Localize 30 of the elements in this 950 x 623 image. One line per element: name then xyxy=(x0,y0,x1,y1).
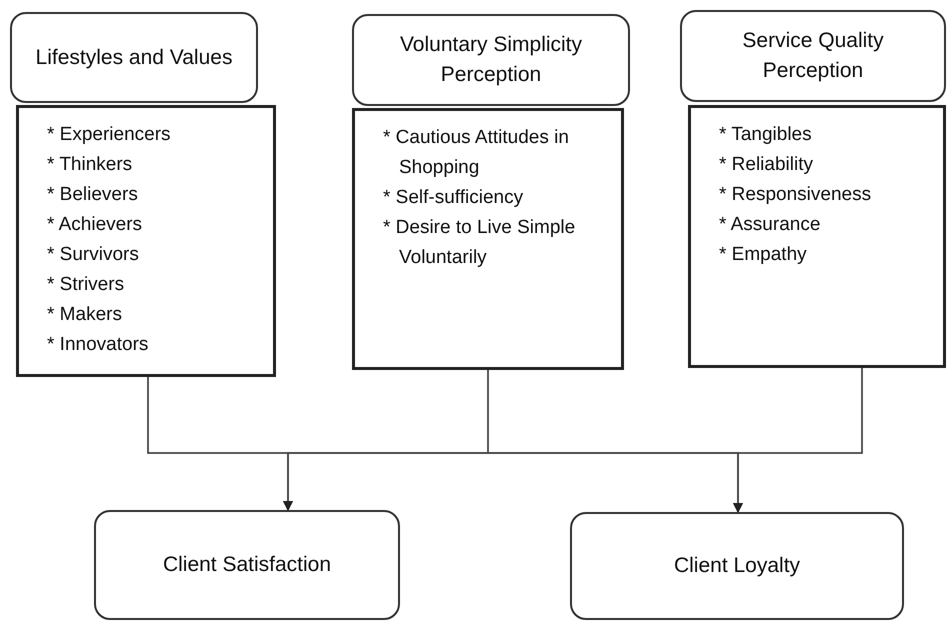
list-item: * Thinkers xyxy=(47,153,134,177)
list-item: * Innovators xyxy=(47,333,150,357)
list-item: * Reliability xyxy=(719,153,814,177)
header-box xyxy=(680,10,946,102)
list-box xyxy=(16,105,276,377)
connector-arrow xyxy=(733,368,863,513)
list-item: * Empathy xyxy=(719,243,808,267)
list-item: * Responsiveness xyxy=(719,183,872,207)
list-item: * Makers xyxy=(47,303,123,327)
outcome-box xyxy=(94,510,400,620)
box-label: Voluntary Simplicity Perception xyxy=(398,32,584,88)
list-item: * Believers xyxy=(47,183,139,207)
list-item: * Achievers xyxy=(47,213,144,237)
box-label: Lifestyles and Values xyxy=(36,44,232,70)
header-box xyxy=(10,12,258,103)
list-item: * Survivors xyxy=(47,243,140,267)
box-label: Client Loyalty xyxy=(674,553,800,580)
list-box xyxy=(352,108,624,370)
list-item: * Self-sufficiency xyxy=(383,186,524,210)
header-box xyxy=(352,14,630,106)
box-label: Service Quality Perception xyxy=(741,28,885,84)
list-box xyxy=(688,105,946,368)
list-item: * Assurance xyxy=(719,213,822,237)
outcome-box xyxy=(570,512,904,620)
list-item: * Tangibles xyxy=(719,123,813,147)
box-label: Client Satisfaction xyxy=(162,552,332,578)
list-item: * Strivers xyxy=(47,273,126,297)
list-item: * Experiencers xyxy=(47,123,172,147)
list-item: * Desire to Live Simple Voluntarily xyxy=(383,216,576,270)
list-item: * Cautious Attitudes in Shopping xyxy=(383,126,570,180)
